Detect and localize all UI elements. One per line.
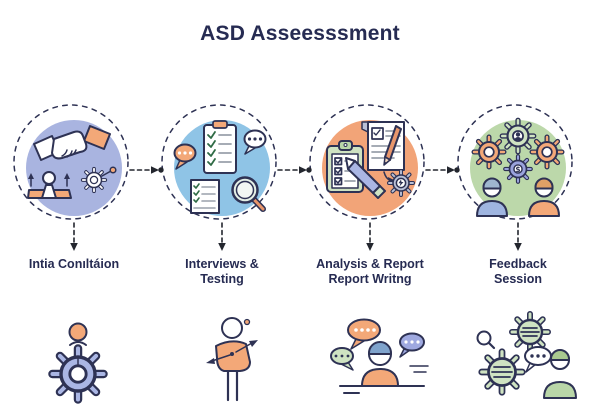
gear-icon	[83, 169, 106, 192]
step-label-3: Analysis & Report Report Writng	[290, 257, 450, 287]
gear-text-icon	[482, 352, 523, 393]
dashed-circle	[309, 104, 425, 220]
step-1-graphic	[13, 104, 129, 220]
gear-icon	[532, 137, 562, 167]
label-line: Feedback	[489, 257, 547, 271]
svg-text:$: $	[515, 165, 520, 174]
gear-icon	[474, 137, 504, 167]
people-gears-icon: $	[474, 120, 562, 217]
handshake-consultation-icon	[27, 125, 117, 199]
arrow-right-connector	[425, 166, 455, 174]
label-line: Session	[494, 272, 542, 286]
person-right-icon	[528, 177, 560, 217]
label-line: Analysis & Report	[316, 257, 424, 271]
clipboard-icon	[203, 120, 237, 174]
label-line: Interviews &	[185, 257, 259, 271]
arrow-right-connector	[129, 166, 159, 174]
person-scales-icon	[27, 171, 72, 199]
person-left-icon	[476, 177, 508, 217]
person-gears-search-icon	[476, 310, 577, 399]
speech-bubble-left-icon	[173, 143, 197, 170]
speech-bubble-right-icon	[243, 129, 267, 155]
arrow-down-connector	[514, 222, 522, 251]
handshake-icon	[33, 125, 111, 161]
person-icon	[543, 349, 577, 399]
report-document-icon	[361, 121, 405, 171]
step-label-4: Feedback Session	[438, 257, 598, 287]
step-label-1: Intia Conıltáion	[0, 257, 154, 272]
gear-text-icon	[512, 314, 548, 350]
label-line: Testing	[200, 272, 244, 286]
arrow-down-connector	[70, 222, 78, 251]
step-2-graphic	[158, 104, 277, 220]
checked-document-icon	[190, 179, 220, 214]
magnifier-icon	[231, 176, 266, 212]
arrow-down-connector	[218, 222, 226, 251]
person-arrows-icon	[206, 317, 258, 402]
person-speech-bubbles-icon	[330, 318, 429, 394]
connector-dot	[158, 167, 164, 173]
gear-lightning-icon	[389, 171, 413, 195]
connector-dot	[454, 167, 460, 173]
dashed-circle	[457, 104, 573, 220]
label-line: Report Writng	[328, 272, 412, 286]
pen-icon	[345, 157, 386, 199]
small-magnifier-icon	[476, 330, 496, 350]
step-4-graphic: $	[454, 104, 573, 220]
dashed-circle	[13, 104, 129, 220]
connector-dot	[306, 167, 312, 173]
gear-dollar-icon: $	[505, 156, 531, 182]
checklist-speech-magnifier-icon	[173, 120, 267, 214]
gear-person-glyph-icon	[502, 120, 534, 152]
dashed-circle	[161, 104, 277, 220]
label-line: Intia Conıltáion	[28, 257, 120, 271]
step-label-2: Interviews & Testing	[142, 257, 302, 287]
arrow-down-connector	[366, 222, 374, 251]
arrow-right-connector	[277, 166, 307, 174]
page-title: ASD Asseesssment	[200, 22, 400, 45]
gear-person-icon	[28, 322, 128, 408]
step-3-graphic	[306, 104, 425, 220]
speech-bubble-icon	[524, 346, 552, 373]
clipboard-report-writing-icon	[326, 121, 413, 199]
